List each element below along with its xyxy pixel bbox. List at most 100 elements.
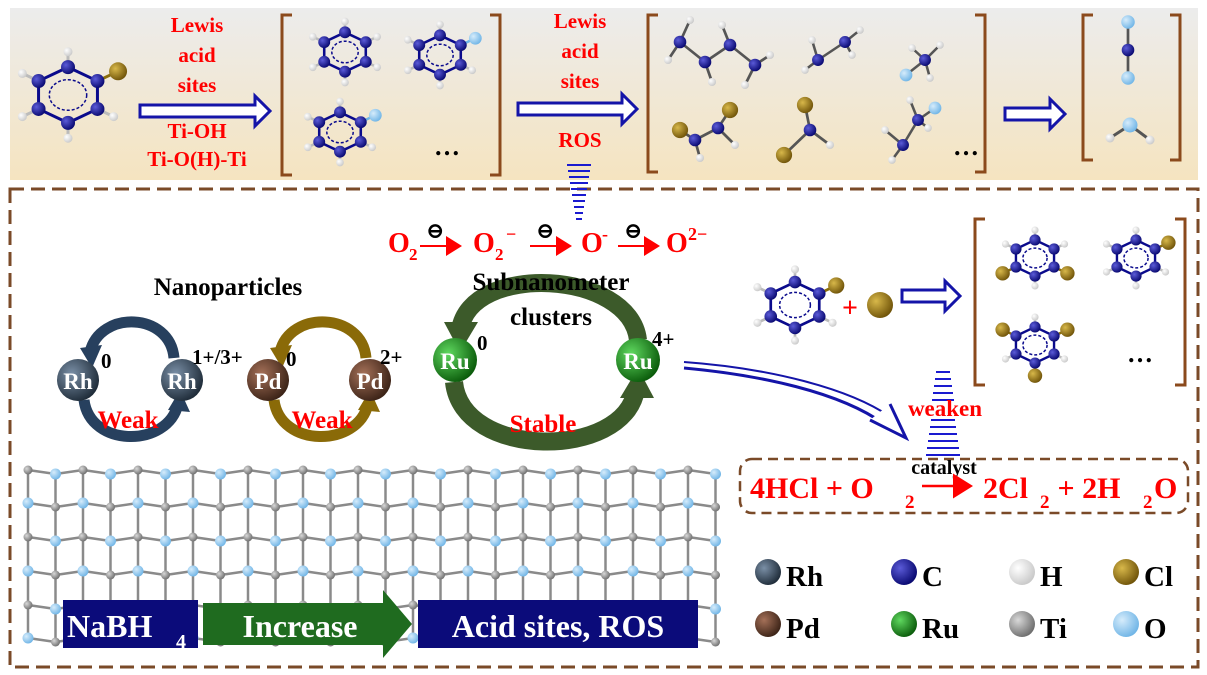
ros-connector <box>567 164 591 220</box>
legend-label-rh: Rh <box>786 561 823 593</box>
ru-atom-left <box>433 338 477 382</box>
legend-swatch-ru <box>891 611 917 637</box>
ru-label-left: Ru <box>440 349 470 374</box>
deacon-catalyst: catalyst <box>911 457 977 479</box>
deacon-cl-sub: 2 <box>1040 492 1050 513</box>
deacon-equation: 4HCl + O 2 catalyst 2Cl 2 + 2H 2 O <box>750 457 1177 513</box>
rh-ox-right: 1+/3+ <box>192 345 243 369</box>
reaction-plus: + <box>842 293 858 324</box>
rh-weak: Weak <box>97 407 158 434</box>
deacon-o: O <box>1154 472 1177 505</box>
legend-swatch-h <box>1009 559 1035 585</box>
legend-label-c: C <box>922 561 943 593</box>
bracket-left-2 <box>646 13 658 174</box>
ru-to-deacon-arrow <box>683 361 910 442</box>
pd-label-left: Pd <box>255 369 282 394</box>
rh-atom-left <box>57 359 99 401</box>
step2-sites: sites <box>561 69 600 93</box>
legend-label-o: O <box>1144 613 1167 645</box>
legend-label-h: H <box>1040 561 1063 593</box>
ru-ox-right: 4+ <box>652 327 674 351</box>
ros-o2mm-sup: 2− <box>688 224 707 244</box>
ros-om-sup: - <box>602 224 608 244</box>
step1-sites: sites <box>178 73 217 97</box>
ellipsis-2: … <box>953 132 979 161</box>
ros-o2mm: O <box>666 228 688 259</box>
deacon-h: + 2H <box>1050 472 1120 505</box>
nabh4-sub: 4 <box>176 631 186 653</box>
nabh4-label: NaBH <box>67 608 152 644</box>
ros-o2m-sup: − <box>506 224 516 244</box>
main-dashed-frame <box>8 187 1200 669</box>
step2-lewis: Lewis <box>554 9 607 33</box>
step1-labels: Lewis acid sites Ti-OH Ti-O(H)-Ti <box>147 13 247 171</box>
result-label: Acid sites, ROS <box>452 608 664 644</box>
bracket-right-2 <box>975 13 987 174</box>
increase-label: Increase <box>243 608 358 644</box>
legend-swatch-cl <box>1113 559 1139 585</box>
rh-ox-left: 0 <box>101 349 112 373</box>
rh-cycle: Rh Rh 0 1+/3+ Weak <box>57 316 243 442</box>
hollow-arrow-4 <box>900 277 963 315</box>
legend-label-cl: Cl <box>1144 561 1173 593</box>
step1-lewis: Lewis <box>171 13 224 37</box>
clusters-title-2: clusters <box>510 304 592 331</box>
bracket-left-3 <box>1081 13 1093 162</box>
bracket-left-4 <box>973 217 985 387</box>
legend-swatch-ti <box>1009 611 1035 637</box>
final-products-co-h2o <box>1105 15 1155 145</box>
legend-label-pd: Pd <box>786 613 820 645</box>
ellipsis-1: … <box>434 132 460 161</box>
pd-ox-right: 2+ <box>380 345 402 369</box>
ru-cycle: Ru Ru 0 4+ Stable Subnanometer clusters <box>433 269 674 451</box>
increase-arrow <box>203 590 412 658</box>
bracket-right-3 <box>1170 13 1182 162</box>
rh-label-right: Rh <box>167 369 197 394</box>
pd-cycle: Pd Pd 0 2+ Weak <box>247 316 402 442</box>
weaken-label: weaken <box>908 396 982 421</box>
legend-label-ti: Ti <box>1040 613 1067 645</box>
chlorination-reaction <box>753 226 1176 383</box>
result-box <box>418 600 698 648</box>
legend-label-ru: Ru <box>922 613 959 645</box>
step1-acid: acid <box>178 43 216 67</box>
chain-intermediates <box>663 15 944 164</box>
chlorobenzene-molecule <box>17 47 128 143</box>
electron-3: ⊖ <box>624 218 642 243</box>
top-band <box>10 8 1198 180</box>
legend-swatch-rh <box>755 559 781 585</box>
rh-label-left: Rh <box>63 369 93 394</box>
ru-label-right: Ru <box>623 349 653 374</box>
ros-o2-sub: 2 <box>409 245 418 264</box>
step2-ros: ROS <box>558 128 601 152</box>
pd-ox-left: 0 <box>286 347 297 371</box>
deacon-cl: 2Cl <box>983 472 1028 505</box>
pd-atom-right <box>349 359 391 401</box>
bracket-right-4 <box>1175 217 1187 387</box>
ros-chain: O 2 ⊖ O 2 − ⊖ O - ⊖ O 2− <box>388 218 707 264</box>
nabh4-box <box>63 600 198 648</box>
bracket-left-1 <box>280 13 292 177</box>
weaken-connector <box>926 371 960 456</box>
step2-labels: Lewis acid sites ROS <box>554 9 607 152</box>
ros-o2: O <box>388 228 410 259</box>
deacon-box <box>738 457 1190 515</box>
ru-ox-left: 0 <box>477 331 488 355</box>
dechlorinated-intermediates-1 <box>303 17 482 167</box>
step1-tioti: Ti-O(H)-Ti <box>147 147 247 171</box>
legend-swatch-o <box>1113 611 1139 637</box>
step2-acid: acid <box>561 39 599 63</box>
hollow-arrow-3 <box>1003 95 1068 133</box>
ru-stable: Stable <box>510 411 577 438</box>
clusters-title-1: Subnanometer <box>473 269 630 296</box>
electron-2: ⊖ <box>536 218 554 243</box>
ros-om: O <box>581 228 603 259</box>
pd-weak: Weak <box>291 407 352 434</box>
hollow-arrow-2 <box>516 90 640 128</box>
deacon-o2-sub: 2 <box>905 492 915 513</box>
step1-tioh: Ti-OH <box>167 119 226 143</box>
legend-swatch-c <box>891 559 917 585</box>
deacon-h-sub: 2 <box>1143 492 1153 513</box>
